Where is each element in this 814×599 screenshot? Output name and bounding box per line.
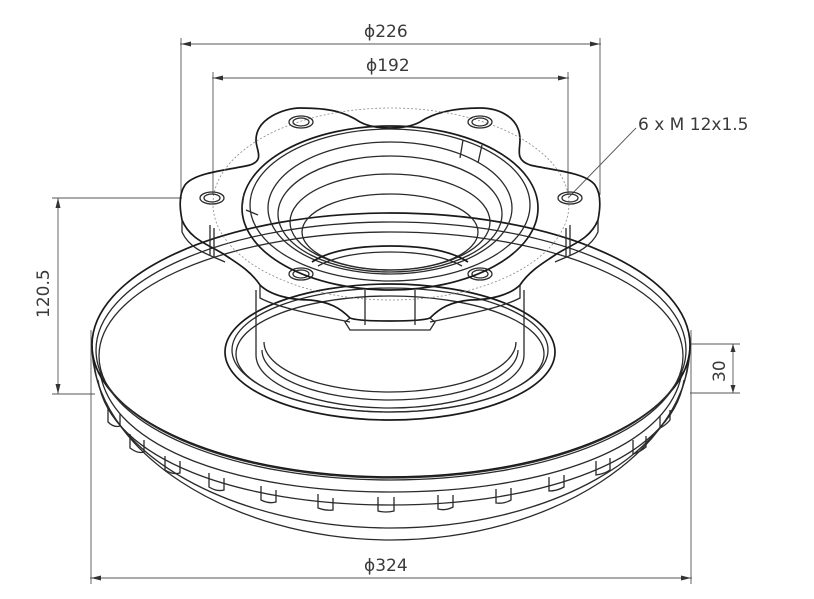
hub-hat — [179, 107, 601, 409]
bolt-circle-diameter-label: ϕ192 — [366, 56, 410, 76]
brake-disc — [91, 212, 691, 541]
disc-diameter-label: ϕ324 — [364, 556, 408, 576]
cooling-vanes — [107, 408, 671, 513]
overall-height-label: 120.5 — [34, 269, 54, 318]
bolt-holes-label: 6 x M 12x1.5 — [638, 115, 749, 135]
flange-diameter-label: ϕ226 — [364, 22, 408, 42]
bolt-holes — [199, 115, 583, 281]
disc-thickness-label: 30 — [710, 360, 730, 382]
dimension-lines — [52, 38, 740, 584]
